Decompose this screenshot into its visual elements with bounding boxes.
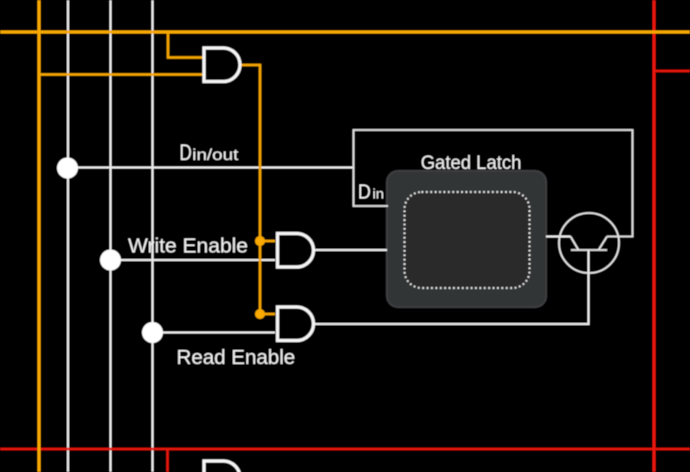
svg-text:D: D (180, 140, 192, 165)
svg-text:Gated Latch: Gated Latch (421, 153, 522, 174)
svg-text:in/out: in/out (192, 147, 239, 164)
svg-text:D: D (358, 182, 371, 204)
svg-text:Write Enable: Write Enable (128, 235, 248, 258)
svg-text:Read Enable: Read Enable (177, 346, 296, 369)
svg-text:in: in (373, 186, 385, 202)
